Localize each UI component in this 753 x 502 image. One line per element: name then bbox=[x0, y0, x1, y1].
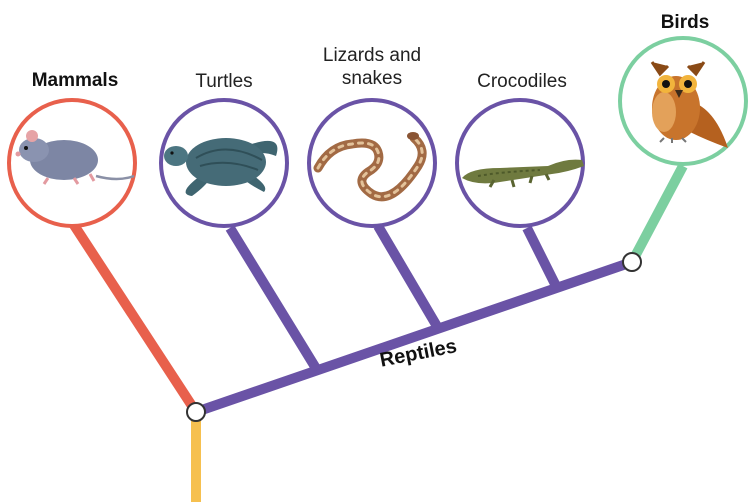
lizards-and-snakes-label: Lizards and snakes bbox=[302, 44, 442, 90]
crocodile-icon bbox=[457, 100, 584, 226]
lizards-branch bbox=[378, 226, 438, 328]
mammals-branch bbox=[72, 222, 196, 412]
birds-node bbox=[623, 253, 641, 271]
root-node bbox=[187, 403, 205, 421]
rat-icon bbox=[9, 100, 135, 226]
snake-icon bbox=[309, 100, 435, 226]
birds-branch bbox=[632, 166, 683, 262]
sea-turtle-icon bbox=[161, 100, 287, 226]
birds-label: Birds bbox=[625, 11, 745, 34]
mammals-label: Mammals bbox=[14, 69, 136, 92]
turtles-branch bbox=[230, 228, 317, 370]
turtles-label: Turtles bbox=[163, 70, 285, 93]
crocodiles-branch bbox=[527, 228, 557, 288]
lizards-label-line2: snakes bbox=[302, 67, 442, 90]
crocodiles-label: Crocodiles bbox=[452, 70, 592, 93]
owl-icon bbox=[620, 38, 746, 164]
lizards-label-line1: Lizards and bbox=[302, 44, 442, 67]
